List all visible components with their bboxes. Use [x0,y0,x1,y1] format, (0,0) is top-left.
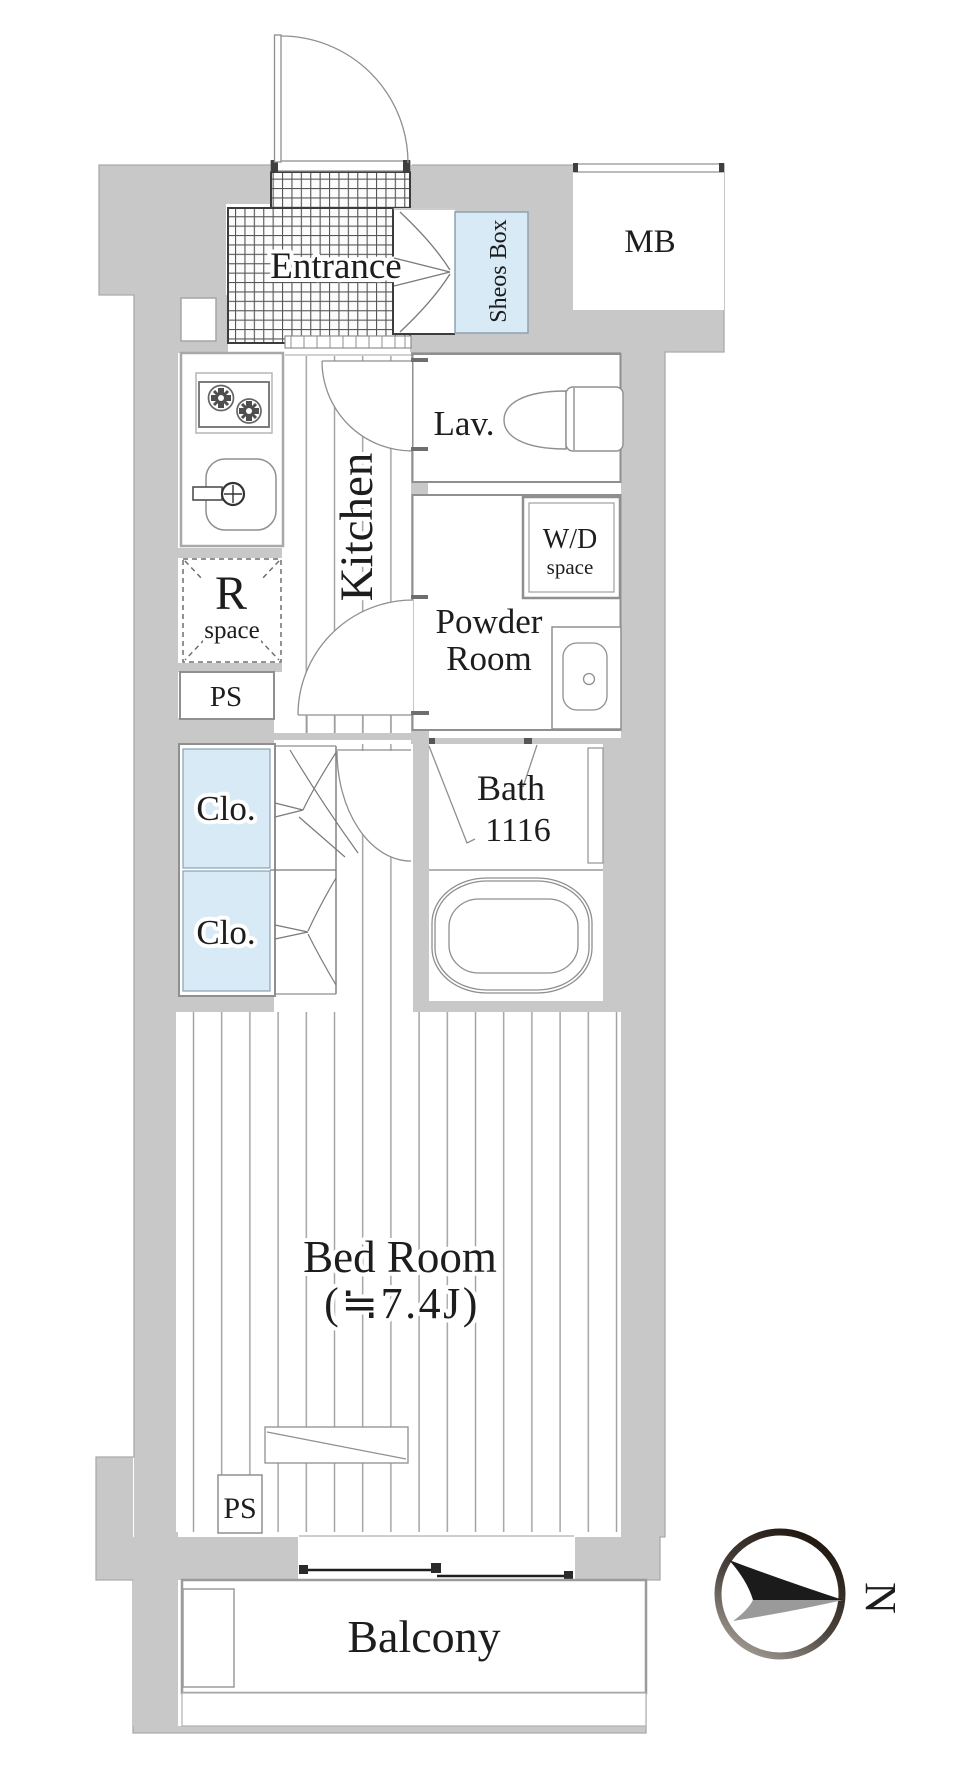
svg-text:Clo.: Clo. [196,789,255,828]
svg-text:(≒7.4J): (≒7.4J) [324,1279,480,1328]
svg-text:Sheos Box: Sheos Box [486,219,512,322]
svg-text:W/D: W/D [543,524,597,555]
svg-text:Entrance: Entrance [270,246,401,287]
svg-text:PS: PS [210,681,242,713]
svg-text:R: R [215,567,247,620]
svg-text:Bath: Bath [477,768,545,808]
svg-text:Balcony: Balcony [347,1611,500,1662]
svg-text:MB: MB [624,224,675,260]
svg-text:Kitchen: Kitchen [331,453,383,602]
svg-text:space: space [547,555,594,579]
svg-text:Bed Room: Bed Room [303,1232,497,1282]
svg-text:PS: PS [223,1492,256,1525]
svg-text:Lav.: Lav. [434,404,495,443]
svg-text:N: N [856,1582,905,1614]
svg-text:Clo.: Clo. [196,913,255,952]
svg-text:Room: Room [446,639,532,678]
svg-text:1116: 1116 [485,812,550,849]
svg-text:Powder: Powder [436,602,543,641]
svg-text:space: space [204,617,260,644]
